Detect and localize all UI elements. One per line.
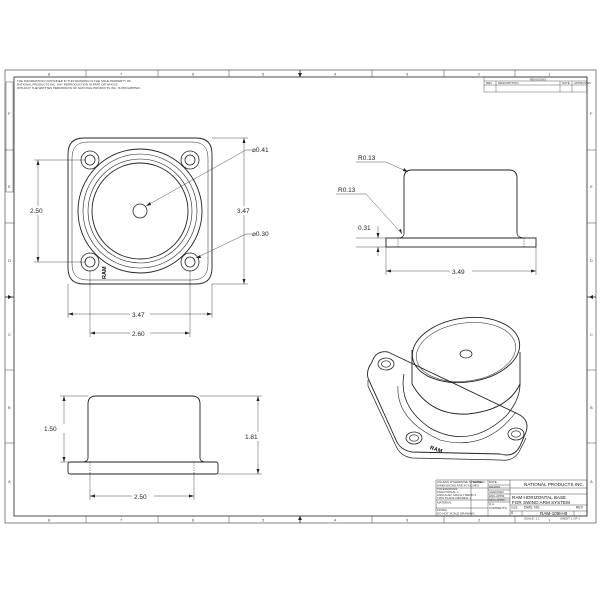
revisions-title: REVISIONS — [530, 77, 546, 81]
tb-tol-1: UNLESS OTHERWISE SPECIFIED: — [437, 480, 486, 484]
side-view-arrows — [376, 168, 536, 273]
isometric-view — [367, 316, 528, 461]
top-view — [67, 137, 213, 285]
zone-bottom-2: 7 — [120, 518, 123, 523]
zone-bottom-1: 8 — [48, 518, 51, 523]
title-block — [435, 479, 588, 517]
zone-left-e: E — [8, 184, 11, 189]
zone-top-3: 6 — [192, 72, 195, 77]
tb-checked-label: CHECKED — [489, 490, 505, 494]
proprietary-note: THE INFORMATION CONTAINED IN THIS DRAWIN… — [17, 79, 141, 90]
sheet-frame — [4, 69, 597, 524]
tb-tol-5: ANGULAR: MACH ± BEND ± — [437, 493, 476, 497]
front-view — [67, 395, 219, 475]
zone-bottom-7: 2 — [478, 518, 481, 523]
dim-top-width-holes: 2.60 — [132, 331, 145, 338]
zone-left-b: B — [8, 405, 11, 410]
tb-date-label: DATE — [489, 480, 497, 484]
zone-top-6: 3 — [406, 72, 409, 77]
dim-front-body-height: 1.50 — [44, 426, 57, 433]
dim-center-hole: ⌀0.41 — [252, 147, 269, 154]
zone-bottom-6: 3 — [406, 518, 409, 523]
tb-size-label: SIZE — [511, 506, 518, 510]
tb-title-1: RAM HORIZONTAL BASE — [512, 495, 566, 500]
dim-side-width: 3.49 — [452, 269, 465, 276]
zone-bottom-4: 5 — [262, 518, 265, 523]
zone-left-c: C — [8, 332, 11, 337]
zone-left-f: F — [8, 111, 11, 116]
tb-do-not-scale: DO NOT SCALE DRAWING — [437, 512, 475, 516]
tb-dwg-label: DWG. NO. — [524, 506, 540, 510]
tb-name-label: NAME — [473, 480, 482, 484]
rev-col-approved: APPROVED — [574, 81, 592, 85]
dim-side-flange: 0.31 — [358, 225, 371, 232]
zone-top-5: 4 — [334, 72, 337, 77]
tb-drawn-label: DRAWN — [489, 485, 500, 489]
tb-material-label: MATERIAL — [437, 501, 452, 505]
dim-corner-hole: ⌀0.30 — [252, 231, 269, 238]
dim-front-overall-height: 1.81 — [245, 434, 258, 441]
tb-mfg-label: MFG APPR. — [489, 498, 506, 502]
tb-comments-label: COMMENTS: — [489, 506, 507, 510]
zone-top-4: 5 — [262, 72, 265, 77]
zone-right-c: C — [590, 332, 593, 337]
zone-bottom-8: 1 — [548, 518, 551, 523]
zone-left-a: A — [8, 479, 11, 484]
zone-top-2: 7 — [120, 72, 123, 77]
tb-scale: SCALE: 1:1 — [524, 517, 540, 521]
revisions-table — [483, 76, 588, 93]
rev-col-rev: REV — [486, 81, 492, 85]
ram-logo: RAM — [102, 266, 108, 279]
zone-right-d: D — [590, 258, 593, 263]
dim-top-height-overall: 3.47 — [237, 208, 250, 215]
rev-col-description: DESCRIPTION — [498, 81, 519, 85]
tb-rev-label: REV — [576, 506, 584, 510]
tb-company: NATIONAL PRODUCTS INC. — [524, 482, 584, 487]
tb-tol-6: TWO PLACE DECIMAL ± — [437, 496, 472, 500]
dim-side-radius-top: R0.13 — [358, 155, 376, 162]
side-view-dimensions — [336, 161, 537, 275]
side-view — [385, 169, 537, 248]
zone-bottom-5: 4 — [334, 518, 337, 523]
zone-top-8: 1 — [548, 72, 551, 77]
ram-logo-iso: RAM — [429, 445, 443, 455]
dim-top-width-overall: 3.47 — [132, 312, 145, 319]
tb-sheet: SHEET 1 OF 1 — [560, 517, 580, 521]
svg-text:WITHOUT THE WRITTEN PERMISSION: WITHOUT THE WRITTEN PERMISSION OF NATION… — [17, 86, 141, 90]
tb-eng-label: ENG APPR. — [489, 494, 505, 498]
zone-top-1: 8 — [48, 72, 51, 77]
zone-labels: 8 7 6 5 4 3 2 1 8 7 6 5 4 3 2 1 F E D C … — [8, 72, 593, 523]
front-view-dimensions — [60, 395, 262, 500]
tb-drawing-number: RAM-109H-B — [540, 511, 567, 516]
svg-text:THE INFORMATION CONTAINED IN T: THE INFORMATION CONTAINED IN THIS DRAWIN… — [17, 79, 131, 83]
zone-left-d: D — [8, 258, 11, 263]
tb-tol-4: FRACTIONAL ± — [437, 490, 459, 494]
front-view-arrows — [62, 396, 260, 498]
zone-top-7: 2 — [478, 72, 481, 77]
tb-tol-2: DIMENSIONS ARE IN INCHES — [437, 484, 479, 488]
tb-title-2: FOR SWING ARM SYSTEM — [512, 500, 570, 505]
svg-text:NATIONAL PRODUCTS INC. ANY REP: NATIONAL PRODUCTS INC. ANY REPRODUCTION … — [17, 83, 118, 87]
zone-right-b: B — [590, 405, 593, 410]
top-view-arrows — [36, 138, 246, 335]
dim-top-height-holes: 2.50 — [30, 208, 43, 215]
tb-qa-label: Q.A. — [489, 502, 495, 506]
top-view-dimensions — [34, 137, 252, 337]
tb-tol-3: TOLERANCES: — [437, 487, 458, 491]
tb-finish-label: FINISH — [437, 508, 447, 512]
zone-right-e: E — [590, 184, 593, 189]
zone-bottom-3: 6 — [192, 518, 195, 523]
dim-side-radius-bottom: R0.13 — [338, 187, 356, 194]
zone-right-a: A — [590, 479, 593, 484]
rev-col-date: DATE — [562, 81, 570, 85]
dim-front-hole-spacing: 2.50 — [134, 494, 147, 501]
zone-right-f: F — [590, 111, 593, 116]
tb-size-value: A — [511, 511, 514, 515]
